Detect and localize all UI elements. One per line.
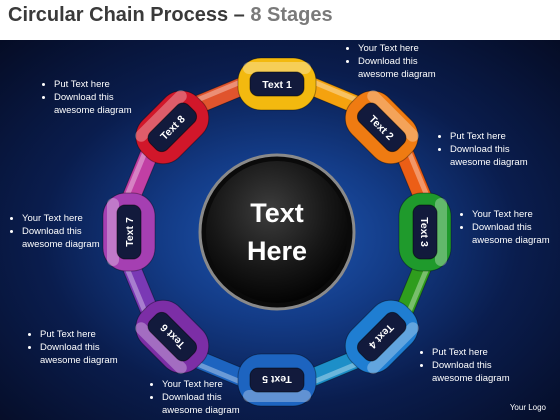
bullet-item: Your Text here: [358, 42, 454, 55]
title-separator: –: [228, 4, 251, 26]
bullet-list: Put Text hereDownload this awesome diagr…: [418, 346, 530, 385]
title-bar: Circular Chain Process – 8 Stages: [0, 0, 560, 40]
bullet-list: Your Text hereDownload this awesome diag…: [458, 208, 558, 247]
chain-link-2: Text 2: [344, 90, 419, 165]
bullet-item: Download this awesome diagram: [40, 341, 138, 367]
text-note-7: Your Text hereDownload this awesome diag…: [8, 212, 108, 251]
slide-title: Circular Chain Process – 8 Stages: [8, 4, 333, 27]
text-note-4: Put Text hereDownload this awesome diagr…: [418, 346, 530, 385]
chain-link-label: Text 1: [262, 79, 292, 91]
center-text-line1: Text: [250, 198, 304, 228]
center-disc: [206, 161, 348, 303]
chain-link-label: Text 3: [418, 217, 430, 247]
bullet-item: Put Text here: [450, 130, 548, 143]
bullet-list: Put Text hereDownload this awesome diagr…: [436, 130, 548, 169]
bullet-list: Put Text hereDownload this awesome diagr…: [40, 78, 155, 117]
chain-link-1: Text 1: [237, 57, 317, 111]
bullet-item: Download this awesome diagram: [432, 359, 530, 385]
bullet-item: Put Text here: [432, 346, 530, 359]
text-note-8: Put Text hereDownload this awesome diagr…: [40, 78, 155, 117]
bullet-item: Your Text here: [162, 378, 260, 391]
text-note-5: Your Text hereDownload this awesome diag…: [148, 378, 260, 417]
chain-link-8: Text 8: [135, 90, 210, 165]
text-note-2: Put Text hereDownload this awesome diagr…: [436, 130, 548, 169]
bullet-item: Your Text here: [22, 212, 108, 225]
bullet-item: Put Text here: [54, 78, 155, 91]
bullet-list: Your Text hereDownload this awesome diag…: [8, 212, 108, 251]
chain-link-label: Text 7: [124, 217, 136, 247]
bullet-list: Your Text hereDownload this awesome diag…: [344, 42, 454, 81]
center-text-line2: Here: [247, 236, 307, 266]
text-note-3: Your Text hereDownload this awesome diag…: [458, 208, 558, 247]
chain-link-6: Text 6: [135, 299, 210, 374]
chain-connectors: [121, 76, 433, 388]
bullet-list: Your Text hereDownload this awesome diag…: [148, 378, 260, 417]
text-note-1: Your Text hereDownload this awesome diag…: [344, 42, 454, 81]
bullet-item: Your Text here: [472, 208, 558, 221]
chain-link-label: Text 5: [262, 373, 292, 385]
bullet-item: Download this awesome diagram: [358, 55, 454, 81]
chain-link-7: Text 7: [102, 192, 156, 272]
logo-text: Your Logo: [509, 403, 546, 412]
bullet-item: Put Text here: [40, 328, 138, 341]
bullet-item: Download this awesome diagram: [22, 225, 108, 251]
text-note-6: Put Text hereDownload this awesome diagr…: [26, 328, 138, 367]
center-circle: Text Here: [198, 153, 356, 311]
bullet-item: Download this awesome diagram: [162, 391, 260, 417]
chain-link-5: Text 5: [237, 353, 317, 407]
bullet-item: Download this awesome diagram: [472, 221, 558, 247]
chain-link-4: Text 4: [344, 299, 419, 374]
bullet-item: Download this awesome diagram: [450, 143, 548, 169]
chain-link-3: Text 3: [398, 192, 452, 272]
title-subtitle: 8 Stages: [250, 4, 333, 26]
bullet-item: Download this awesome diagram: [54, 91, 155, 117]
bullet-list: Put Text hereDownload this awesome diagr…: [26, 328, 138, 367]
title-main: Circular Chain Process: [8, 4, 229, 26]
